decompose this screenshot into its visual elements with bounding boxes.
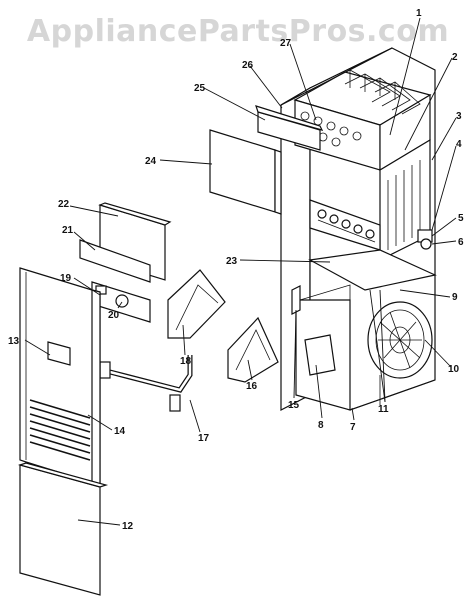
- callout-2: 2: [452, 52, 458, 63]
- rod-bracket-right: [169, 394, 181, 412]
- panel-24: [209, 129, 276, 213]
- callout-22: 22: [58, 199, 70, 210]
- vent-hole: [331, 137, 341, 147]
- furnace-cabinet: [280, 47, 437, 411]
- valve-knob: [420, 238, 432, 250]
- door-grille: [29, 399, 91, 461]
- leader-lines: [24, 17, 457, 526]
- callout-3: 3: [456, 111, 462, 122]
- heat-exchanger-ribs: [387, 160, 421, 250]
- callout-4: 4: [456, 139, 462, 150]
- burner-tubes: [317, 209, 376, 243]
- lower-door-12: [19, 464, 101, 596]
- callout-17: 17: [198, 433, 210, 444]
- side-bracket: [291, 285, 301, 315]
- callout-20: 20: [108, 310, 120, 321]
- callout-6: 6: [458, 237, 464, 248]
- bracket-18: [167, 269, 226, 339]
- callout-11: 11: [378, 404, 389, 415]
- vent-hole: [352, 131, 362, 141]
- bracket-16-inner: [235, 329, 271, 371]
- bracket-16: [227, 316, 279, 383]
- vent-hole: [326, 121, 336, 131]
- vent-hole: [300, 111, 310, 121]
- callout-21: 21: [62, 225, 74, 236]
- callout-9: 9: [452, 292, 458, 303]
- blower-wheel: [367, 301, 433, 379]
- lower-door-12-lip: [17, 462, 109, 488]
- callout-27: 27: [280, 38, 292, 49]
- watermark-text: AppliancePartsPros.com: [26, 14, 450, 49]
- callout-25: 25: [194, 83, 206, 94]
- callout-26: 26: [242, 60, 254, 71]
- callout-7: 7: [350, 422, 356, 433]
- callout-5: 5: [458, 213, 464, 224]
- compartment-edge: [299, 284, 351, 301]
- plate-21: [79, 239, 151, 283]
- callout-13: 13: [8, 336, 20, 347]
- panel-26: [255, 105, 324, 131]
- rod-17: [109, 355, 193, 393]
- front-door-14: [19, 267, 101, 486]
- callout-8: 8: [318, 420, 324, 431]
- switch-20: [115, 294, 129, 308]
- callout-10: 10: [448, 364, 460, 375]
- part-callouts: 1 2 3 4 5 6 7 8 9 10 11 12 13 14 15 16 1…: [8, 8, 464, 532]
- bracket-18-inner: [175, 284, 219, 331]
- callout-23: 23: [226, 256, 238, 267]
- callout-18: 18: [180, 356, 192, 367]
- bracket-22-lip: [98, 202, 172, 226]
- rod-bracket-left: [99, 361, 111, 379]
- callout-15: 15: [288, 400, 300, 411]
- panel-24-edge: [274, 149, 282, 215]
- callout-1: 1: [416, 8, 422, 19]
- heat-exchanger-fins: [329, 69, 421, 115]
- divider-plate: [308, 249, 437, 291]
- callout-24: 24: [145, 156, 157, 167]
- callout-12: 12: [122, 521, 134, 532]
- plate-19-tab: [95, 285, 107, 295]
- control-box: [304, 334, 336, 376]
- vent-hole: [339, 126, 349, 136]
- callout-14: 14: [114, 426, 126, 437]
- callout-19: 19: [60, 273, 72, 284]
- callout-16: 16: [246, 381, 258, 392]
